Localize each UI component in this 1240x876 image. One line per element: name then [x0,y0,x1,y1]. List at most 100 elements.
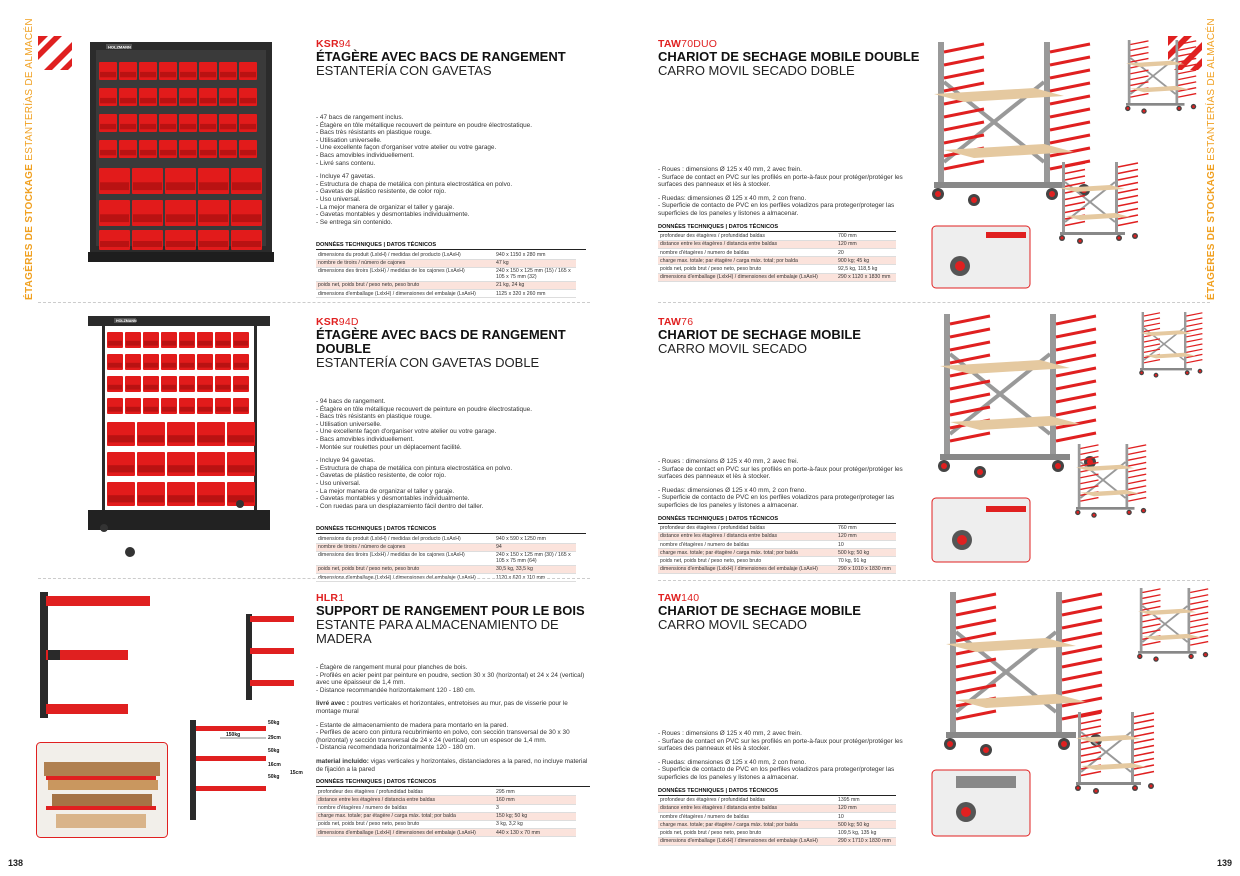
feature-item: 94 bacs de rangement. [316,398,586,406]
product-title-fr: CHARIOT DE SECHAGE MOBILE [658,327,861,342]
hlr1-product-image [40,592,294,718]
spec-row: distance entre les étagères / distancia … [658,804,896,813]
spec-label: charge max. totale; par étagère / carga … [316,812,494,821]
feature-item: Distance recommandée horizontalement 120… [316,687,590,695]
spec-heading: DONNÉES TECHNIQUES | DATOS TÉCNICOS [658,516,896,524]
spec-label: dimensions d'emballage (LxlxH) / dimensi… [658,565,836,574]
features-fr: 94 bacs de rangement.Étagère en tôle mét… [316,398,586,451]
spec-value: 160 mm [494,795,576,805]
features-es: Incluye 47 gavetas.Estructura de chapa d… [316,173,586,226]
brand-plate: HOLZMANN [116,319,137,323]
taw76-product-image [931,312,1203,563]
spec-label: charge max. totale; par étagère / carga … [658,548,836,558]
feature-item: Estructura de chapa de metálica con pint… [316,465,586,473]
spec-table: profondeur des étagères / profundidad ba… [658,796,896,846]
taw70duo-product-image [931,40,1197,289]
spec-label: nombre d'étagères / numero de baldas [658,540,836,550]
spec-row: profondeur des étagères / profundidad ba… [658,524,896,533]
spec-value: 290 x 1710 x 1830 mm [836,837,896,846]
feature-item: Incluye 94 gavetas. [316,457,586,465]
svg-text:29cm: 29cm [268,735,281,741]
spec-value: 940 x 1150 x 280 mm [494,251,576,260]
spec-row: profondeur des étagères / profundidad ba… [316,788,576,797]
feature-item: Bacs amovibles individuellement. [316,436,586,444]
svg-text:15cm: 15cm [290,770,303,776]
spec-value: 500 kg; 50 kg [836,548,896,558]
section-divider [38,578,590,579]
spec-heading: DONNÉES TECHNIQUES | DATOS TÉCNICOS [316,779,590,788]
feature-item: La mejor manera de organizar el taller y… [316,204,586,212]
spec-label: dimensions du produit (LxlxH) / medidas … [316,535,494,544]
spec-table: dimensions du produit (LxlxH) / medidas … [316,535,576,583]
feature-item: Bacs très résistants en plastique rouge. [316,129,586,137]
feature-item: Étagère de rangement mural pour planches… [316,664,590,672]
spec-value: 21 kg, 24 kg [494,281,576,291]
spec-value: 10 [836,540,896,550]
spec-value: 900 kg; 45 kg [836,256,896,266]
page-number: 139 [1216,858,1232,868]
features-fr: Roues : dimensions Ø 125 x 40 mm, 2 avec… [658,166,920,189]
product-taw76: TAW76 CHARIOT DE SECHAGE MOBILE CARRO MO… [658,316,920,574]
feature-item: Profilés en acier peint par peinture en … [316,672,590,687]
product-title-es: ESTANTE PARA ALMACENAMIENTO DE MADERA [316,617,559,646]
spec-label: profondeur des étagères / profundidad ba… [658,524,836,533]
spec-label: dimensions d'emballage (LxlxH) / dimensi… [658,837,836,846]
spec-label: distance entre les étagères / distancia … [658,804,836,813]
feature-item: Se entrega sin contenido. [316,219,586,227]
product-title-fr: CHARIOT DE SECHAGE MOBILE DOUBLE [658,49,920,64]
spec-value: 290 x 1120 x 1830 mm [836,273,896,282]
spec-label: dimensions d'emballage (LxlxH) / dimensi… [316,289,494,299]
product-title-es: CARRO MOVIL SECADO [658,617,808,632]
spec-table: profondeur des étagères / profundidad ba… [316,788,576,838]
svg-text:150kg: 150kg [226,732,240,738]
svg-text:50kg: 50kg [268,774,279,780]
spec-label: nombre d'étagères / numero de baldas [316,804,494,813]
spec-value: 30,5 kg, 33,5 kg [494,565,576,575]
spec-label: profondeur des étagères / profundidad ba… [658,796,836,805]
spec-value: 94 [494,543,576,552]
feature-item: Bacs très résistants en plastique rouge. [316,413,586,421]
spec-row: dimensions des tiroirs (LxlxH) / medidas… [316,267,576,282]
features-es: Incluye 94 gavetas.Estructura de chapa d… [316,457,586,510]
feature-item: Uso universal. [316,480,586,488]
feature-item: 47 bacs de rangement inclus. [316,114,586,122]
spec-row: dimensions des tiroirs (LxlxH) / medidas… [316,551,576,566]
spec-row: poids net, poids brut / peso neto, peso … [316,281,576,291]
product-title-fr: CHARIOT DE SECHAGE MOBILE [658,603,861,618]
page-number: 138 [8,858,24,868]
spec-row: dimensions du produit (LxlxH) / medidas … [316,251,576,260]
spec-row: poids net, poids brut / peso neto, peso … [658,828,896,838]
feature-item: Étagère en tôle métallique recouvert de … [316,406,586,414]
feature-item: Roues : dimensions Ø 125 x 40 mm, 2 avec… [658,458,920,466]
spec-label: profondeur des étagères / profundidad ba… [658,232,836,241]
spec-label: charge max. totale; par étagère / carga … [658,256,836,266]
spec-row: dimensions d'emballage (LxlxH) / dimensi… [658,273,896,282]
feature-item: Une excellente façon d'organiser votre a… [316,144,586,152]
feature-item: Ruedas: dimensiones Ø 125 x 40 mm, 2 con… [658,195,920,203]
left-page: ÉTAGÈRES DE STOCKAGE ESTANTERÍAS DE ALMA… [0,0,620,876]
spec-label: distance entre les étagères / distancia … [658,240,836,249]
taw140-product-image [931,588,1209,837]
spec-label: poids net, poids brut / peso neto, peso … [658,556,836,566]
feature-item: Uso universal. [316,196,586,204]
product-code: KSR94D [316,316,359,328]
feature-item: Con ruedas para un desplazamiento fácil … [316,503,586,511]
spec-label: dimensions des tiroirs (LxlxH) / medidas… [316,267,494,282]
spec-row: dimensions d'emballage (LxlxH) / dimensi… [316,573,576,583]
spec-value: 3 [494,804,576,813]
spec-row: dimensions du produit (LxlxH) / medidas … [316,535,576,544]
spec-value: 20 [836,248,896,258]
spec-value: 295 mm [494,788,576,797]
spec-heading: DONNÉES TECHNIQUES | DATOS TÉCNICOS [658,224,896,232]
feature-item: Gavetas montables y desmontables individ… [316,211,586,219]
spec-value: 120 mm [836,532,896,541]
spec-value: 240 x 150 x 125 mm (15) / 165 x 105 x 75… [494,267,576,282]
delivered-with-fr: livré avec : poutres verticales et horiz… [316,700,568,715]
feature-item: Montée sur roulettes pour un déplacement… [316,444,586,452]
spec-value: 1395 mm [836,796,896,805]
feature-item: Utilisation universelle. [316,137,586,145]
